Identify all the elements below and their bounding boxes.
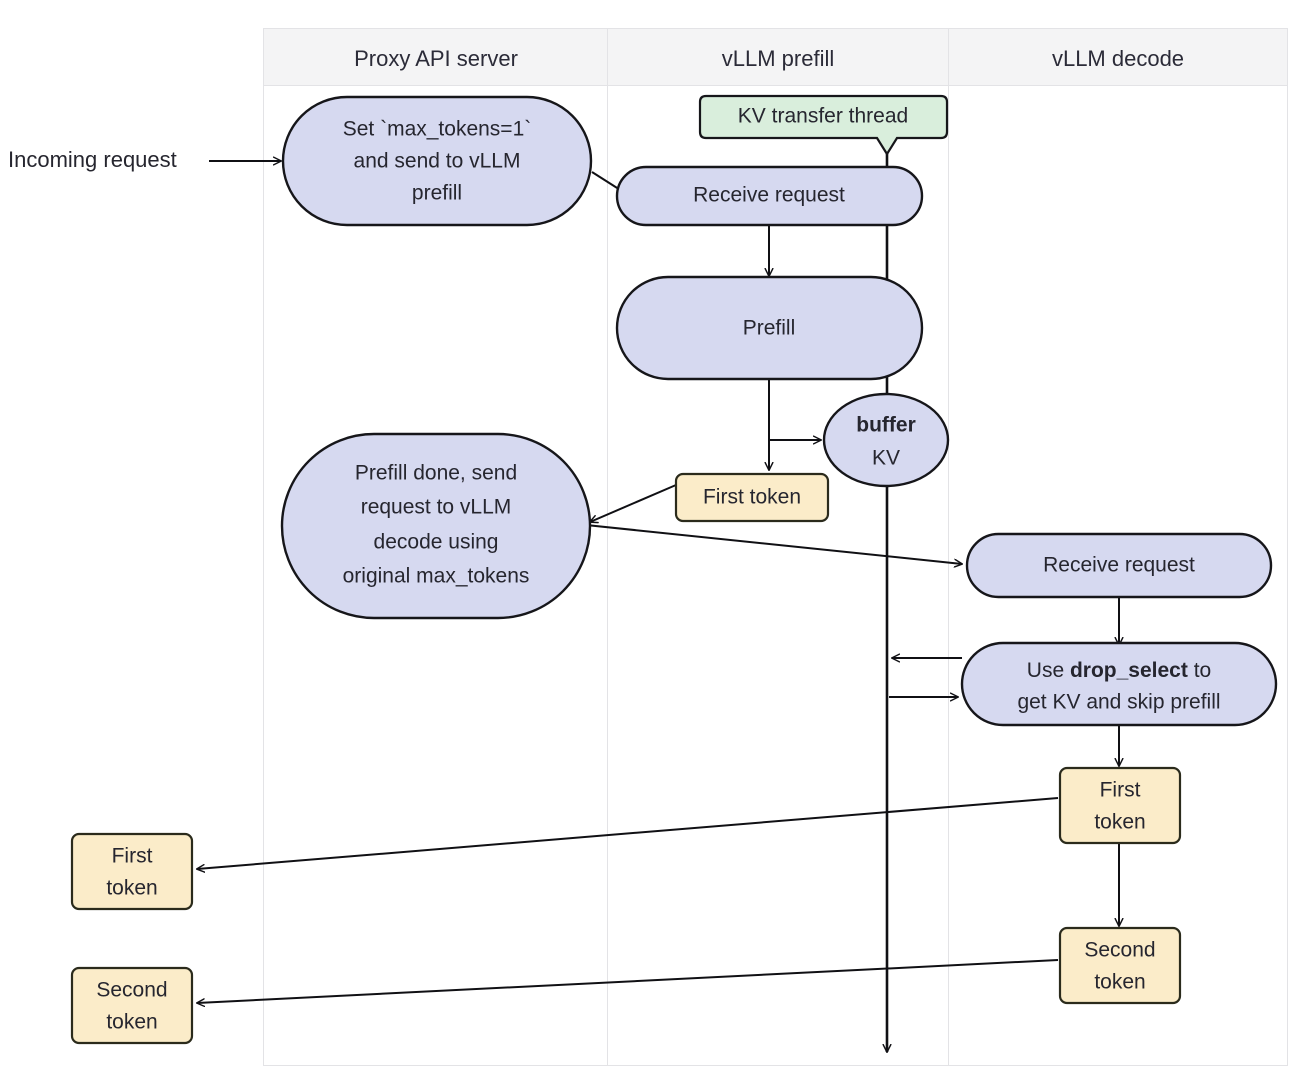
node-prefill-receive-request-label: Receive request [693, 184, 845, 207]
node-drop-select-shape[interactable] [960, 641, 1278, 727]
edge-prefilldone-to-decodereceive [585, 524, 962, 564]
node-drop-select-line-1: get KV and skip prefill [1017, 691, 1220, 714]
node-set-max-tokens-line-0: Set `max_tokens=1` [343, 118, 532, 141]
node-kv-transfer-thread-label: KV transfer thread [738, 105, 908, 128]
node-set-max-tokens-shape[interactable] [281, 95, 593, 227]
lane-header-prefill [607, 28, 949, 86]
node-set-max-tokens-line-1: and send to vLLM [354, 150, 521, 173]
lane-title-decode: vLLM decode [1052, 46, 1184, 71]
node-prefill-done[interactable]: Prefill done, send request to vLLM decod… [280, 432, 592, 620]
node-out-second-token-line-0: Second [96, 979, 167, 1002]
node-drop-select[interactable]: Use drop_select to get KV and skip prefi… [960, 641, 1278, 727]
node-out-first-token-line-1: token [106, 877, 157, 900]
node-drop-select-line-0: Use drop_select to [1027, 659, 1211, 682]
node-decode-first-token[interactable]: First token [1058, 766, 1182, 845]
node-decode-second-token-line-0: Second [1084, 939, 1155, 962]
lane-header-decode [948, 28, 1288, 86]
drop-select-seg-0: Use [1027, 659, 1070, 682]
node-prefill-first-token-label: First token [703, 486, 801, 509]
node-prefill-shape[interactable] [615, 275, 924, 381]
label-incoming-request: Incoming request [8, 147, 177, 172]
lane-header-proxy [263, 28, 608, 86]
node-kv-transfer-thread-shape[interactable] [698, 94, 949, 157]
lane-title-prefill: vLLM prefill [722, 46, 834, 71]
node-out-first-token[interactable]: First token [70, 832, 194, 911]
node-decode-receive-request-shape[interactable] [965, 532, 1273, 599]
drop-select-seg-2: to [1188, 659, 1211, 682]
node-buffer-kv-line-1: KV [872, 447, 900, 470]
node-buffer-kv-line-0: buffer [856, 414, 916, 437]
node-decode-receive-request[interactable]: Receive request [965, 532, 1273, 599]
node-decode-first-token-line-0: First [1100, 779, 1141, 802]
node-out-second-token-shape[interactable] [70, 966, 194, 1045]
node-decode-second-token-line-1: token [1094, 971, 1145, 994]
node-decode-receive-request-label: Receive request [1043, 554, 1195, 577]
edge-firsttoken-to-prefilldone [590, 484, 677, 522]
node-prefill-done-line-3: original max_tokens [343, 565, 530, 588]
node-prefill-done-line-0: Prefill done, send [355, 462, 517, 485]
node-decode-second-token-shape[interactable] [1058, 926, 1182, 1005]
node-out-second-token-line-1: token [106, 1011, 157, 1034]
node-prefill-first-token[interactable]: First token [674, 472, 830, 523]
node-prefill-receive-request[interactable]: Receive request [615, 165, 924, 227]
node-set-max-tokens-line-2: prefill [412, 182, 462, 205]
node-out-second-token[interactable]: Second token [70, 966, 194, 1045]
node-prefill-done-line-2: decode using [374, 531, 499, 554]
node-decode-first-token-line-1: token [1094, 811, 1145, 834]
drop-select-seg-1: drop_select [1070, 659, 1188, 682]
node-prefill-first-token-shape[interactable] [674, 472, 830, 523]
node-decode-second-token[interactable]: Second token [1058, 926, 1182, 1005]
node-prefill[interactable]: Prefill [615, 275, 924, 381]
edge-decodesecond-to-outsecond [197, 959, 1059, 1003]
node-prefill-done-line-1: request to vLLM [361, 496, 512, 519]
node-out-first-token-shape[interactable] [70, 832, 194, 911]
node-set-max-tokens[interactable]: Set `max_tokens=1` and send to vLLM pref… [281, 95, 593, 227]
node-kv-transfer-thread[interactable]: KV transfer thread [698, 94, 949, 157]
node-out-first-token-line-0: First [112, 845, 153, 868]
node-prefill-label: Prefill [743, 317, 796, 340]
node-buffer-kv-shape[interactable] [822, 392, 950, 488]
node-buffer-kv[interactable]: buffer KV [822, 392, 950, 488]
node-prefill-receive-request-shape[interactable] [615, 165, 924, 227]
node-decode-first-token-shape[interactable] [1058, 766, 1182, 845]
lane-title-proxy: Proxy API server [354, 46, 518, 71]
node-prefill-done-shape[interactable] [280, 432, 592, 620]
edge-decodefirst-to-outfirst [197, 797, 1059, 869]
